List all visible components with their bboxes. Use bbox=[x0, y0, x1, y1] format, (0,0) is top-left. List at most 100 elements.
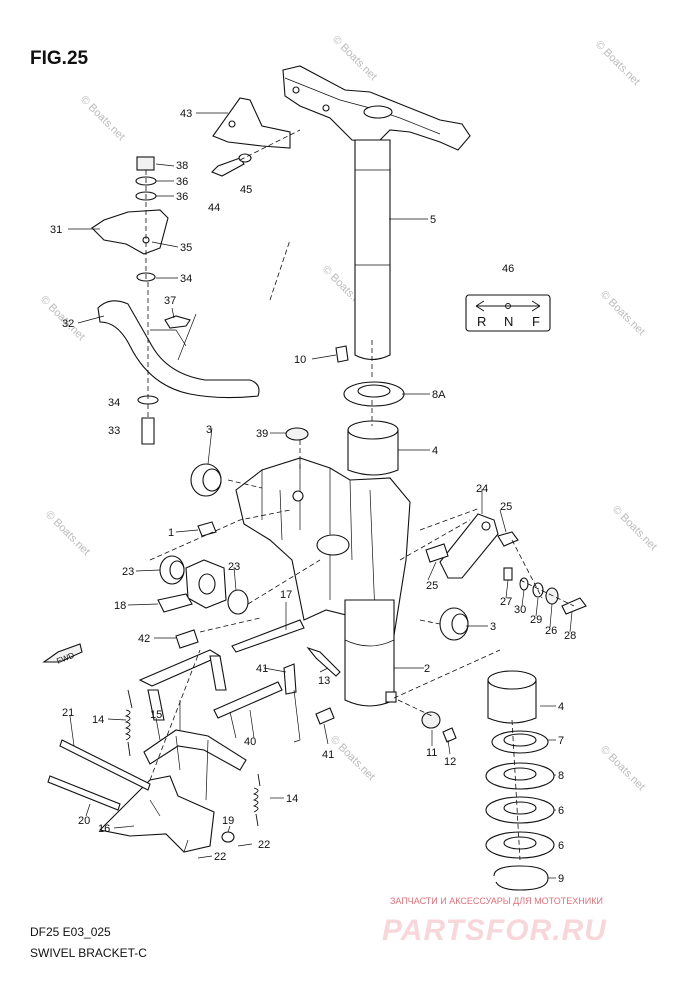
bushing-11-part bbox=[421, 711, 441, 729]
callout-label: 25 bbox=[426, 580, 438, 592]
plate-18-part bbox=[157, 593, 193, 613]
steering-arm-part bbox=[282, 65, 471, 151]
decal-letter-f: F bbox=[532, 314, 540, 329]
watermark: © Boats.net bbox=[598, 744, 647, 793]
spring-14-part bbox=[252, 773, 261, 827]
washer-19-part bbox=[221, 831, 235, 843]
spring-33-part bbox=[141, 417, 155, 445]
nut-38-part bbox=[136, 156, 155, 171]
figure-code: DF25 E03_025 bbox=[30, 925, 111, 939]
link-24-part bbox=[439, 513, 499, 579]
callout-label: 1 bbox=[168, 527, 174, 539]
steering-shaft-part bbox=[354, 139, 391, 361]
bushing-3-part bbox=[190, 463, 222, 497]
circlip-9-part bbox=[493, 865, 549, 891]
callout-label: 26 bbox=[545, 625, 557, 637]
callout-label: 7 bbox=[558, 735, 564, 747]
rod-21-part bbox=[59, 739, 151, 791]
callout-label: 43 bbox=[180, 108, 192, 120]
callout-label: 8 bbox=[558, 770, 564, 782]
callout-label: 6 bbox=[558, 840, 564, 852]
bolt-41-part bbox=[315, 707, 335, 725]
callout-label: 13 bbox=[318, 675, 330, 687]
callout-label: 10 bbox=[294, 354, 306, 366]
callout-label: 4 bbox=[558, 701, 564, 713]
decal-letter-r: R bbox=[477, 314, 486, 329]
callout-label: 38 bbox=[176, 160, 188, 172]
washer-6-part bbox=[485, 796, 555, 824]
brand-tagline: ЗАПЧАСТИ И АКСЕССУАРЫ ДЛЯ МОТОТЕХНИКИ bbox=[390, 896, 603, 906]
bolt-25-part bbox=[425, 543, 449, 563]
callout-label: 35 bbox=[180, 242, 192, 254]
callout-label: 34 bbox=[180, 273, 192, 285]
callout-label: 33 bbox=[108, 425, 120, 437]
watermark: © Boats.net bbox=[78, 94, 127, 143]
callout-label: 20 bbox=[78, 815, 90, 827]
callout-label: 19 bbox=[222, 815, 234, 827]
callout-label: 25 bbox=[500, 501, 512, 513]
callout-label: 27 bbox=[500, 596, 512, 608]
callout-label: 42 bbox=[138, 633, 150, 645]
callout-label: 30 bbox=[514, 604, 526, 616]
callout-labels: 43 38 36 36 45 44 5 31 35 34 37 32 46 10… bbox=[50, 108, 576, 885]
bracket-43-part bbox=[212, 97, 291, 149]
leader-lines bbox=[68, 112, 573, 879]
guide-plate-32-part bbox=[97, 300, 260, 399]
spring-41-part bbox=[283, 663, 297, 695]
washer-7-part bbox=[491, 730, 549, 754]
nipple-1-part bbox=[197, 521, 217, 537]
callout-label: 37 bbox=[164, 295, 176, 307]
figure-title: FIG.25 bbox=[30, 48, 89, 69]
bushing-4-part bbox=[487, 670, 537, 724]
callout-label: 12 bbox=[444, 756, 456, 768]
callout-label: 41 bbox=[322, 749, 334, 761]
bushing-23-part bbox=[159, 555, 185, 585]
callout-label: 8A bbox=[432, 389, 446, 401]
callout-label: 45 bbox=[240, 184, 252, 196]
bushing-4-part bbox=[347, 420, 399, 476]
callout-label: 3 bbox=[206, 424, 212, 436]
assembly-lines bbox=[145, 129, 575, 861]
watermark: © Boats.net bbox=[43, 509, 92, 558]
callout-label: 46 bbox=[502, 263, 514, 275]
callout-label: 11 bbox=[426, 747, 437, 759]
plate-23-part bbox=[185, 559, 227, 609]
washer-30-part bbox=[519, 577, 529, 591]
bolt-12-part bbox=[442, 727, 457, 743]
callout-label: 18 bbox=[114, 600, 126, 612]
washer-8a-part bbox=[343, 381, 405, 407]
brand-name: PARTSFOR.RU bbox=[382, 914, 607, 947]
key-10-part bbox=[335, 345, 349, 363]
callout-label: 24 bbox=[476, 483, 488, 495]
bolt-25-part bbox=[497, 531, 519, 547]
spring-14-part bbox=[124, 689, 133, 757]
washer-8-part bbox=[485, 762, 555, 790]
figure-name: SWIVEL BRACKET-C bbox=[30, 946, 147, 960]
callout-label: 40 bbox=[244, 736, 256, 748]
lever-16-part bbox=[98, 775, 215, 853]
cap-39-part bbox=[285, 427, 309, 441]
callout-label: 31 bbox=[50, 224, 62, 236]
callout-label: 14 bbox=[92, 714, 104, 726]
callout-label: 2 bbox=[424, 663, 430, 675]
callout-label: 15 bbox=[150, 709, 162, 721]
lever-15-part bbox=[143, 729, 247, 771]
watermark: © Boats.net bbox=[598, 289, 647, 338]
bushing-3-part bbox=[439, 607, 469, 641]
callout-label: 36 bbox=[176, 191, 188, 203]
pin-22-part bbox=[197, 843, 253, 859]
washer-6-part bbox=[485, 831, 555, 859]
rod-17-part bbox=[231, 619, 305, 653]
bushing-26-part bbox=[545, 587, 559, 605]
callout-label: 22 bbox=[214, 851, 226, 863]
link-31-part bbox=[91, 209, 169, 255]
callout-label: 6 bbox=[558, 805, 564, 817]
callout-label: 17 bbox=[280, 589, 292, 601]
callout-label: 5 bbox=[430, 214, 436, 226]
washer-23-part bbox=[227, 589, 249, 615]
callout-label: 39 bbox=[256, 428, 268, 440]
watermark: © Boats.net bbox=[593, 39, 642, 88]
pin-27-part bbox=[503, 567, 513, 581]
lock-bracket-40-part bbox=[138, 649, 283, 739]
